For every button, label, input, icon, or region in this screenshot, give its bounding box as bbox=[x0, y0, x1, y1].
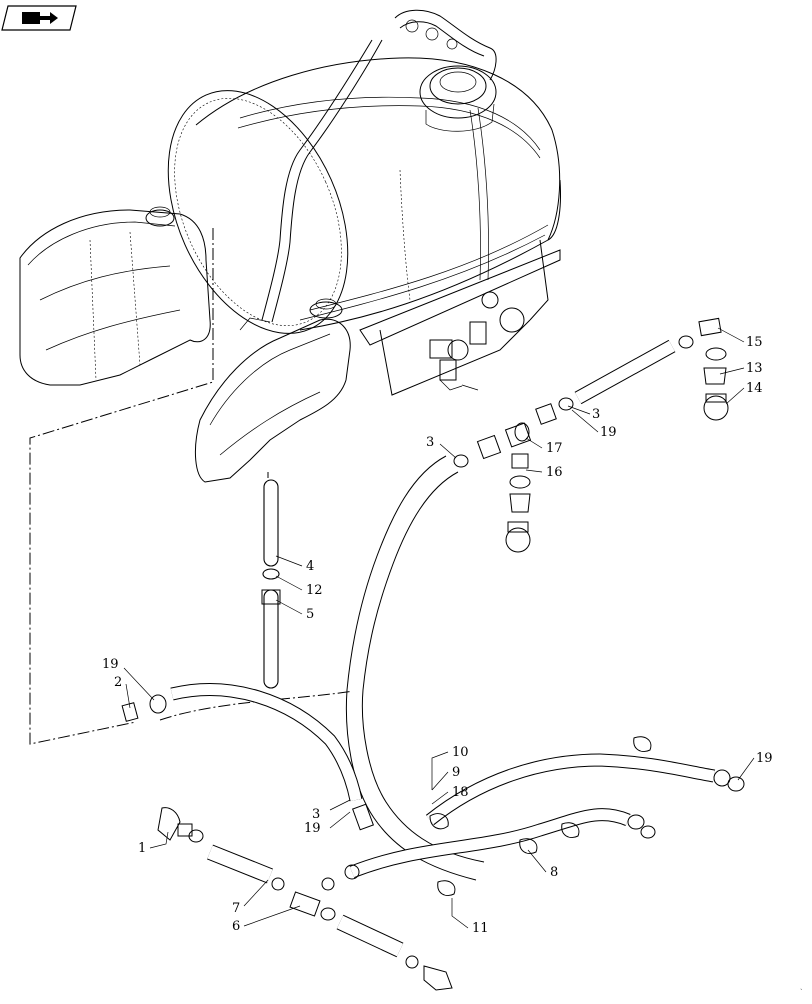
callout-18: 18 bbox=[452, 785, 469, 800]
nav-button[interactable] bbox=[1, 5, 77, 31]
book-return-icon bbox=[22, 12, 58, 24]
drain-tube bbox=[261, 479, 281, 689]
left-saddle-tank bbox=[19, 206, 211, 386]
tee-fitting bbox=[476, 403, 557, 553]
right-saddle-tank bbox=[195, 298, 351, 483]
callout-1: 1 bbox=[138, 841, 146, 856]
leader-lines bbox=[123, 327, 755, 929]
callout-3: 3 bbox=[312, 807, 320, 822]
callout-19: 19 bbox=[304, 821, 321, 836]
callout-17: 17 bbox=[546, 441, 563, 456]
callout-19: 19 bbox=[756, 751, 773, 766]
hose-clamps bbox=[429, 736, 652, 896]
return-hose bbox=[344, 753, 745, 880]
callout-5: 5 bbox=[306, 607, 314, 622]
callout-12: 12 bbox=[306, 583, 323, 598]
callout-19: 19 bbox=[102, 657, 119, 672]
callout-4: 4 bbox=[306, 559, 314, 574]
lower-fittings bbox=[157, 807, 453, 991]
callout-3: 3 bbox=[592, 407, 600, 422]
callout-6: 6 bbox=[232, 919, 240, 934]
callout-11: 11 bbox=[472, 921, 489, 936]
callout-10: 10 bbox=[452, 745, 469, 760]
callout-13: 13 bbox=[746, 361, 763, 376]
callout-15: 15 bbox=[746, 335, 763, 350]
callout-14: 14 bbox=[746, 381, 763, 396]
callout-2: 2 bbox=[114, 675, 122, 690]
callout-16: 16 bbox=[546, 465, 563, 480]
right-upper-hose bbox=[558, 317, 729, 421]
left-curved-hose bbox=[121, 683, 374, 831]
callout-labels: 1 2 3 3 3 4 5 6 7 8 9 10 11 12 13 14 15 … bbox=[102, 335, 773, 936]
callout-19: 19 bbox=[600, 425, 617, 440]
svg-text:`: ` bbox=[800, 989, 803, 996]
main-tank bbox=[167, 9, 561, 396]
callout-7: 7 bbox=[232, 901, 240, 916]
callout-8: 8 bbox=[550, 865, 558, 880]
callout-3: 3 bbox=[426, 435, 434, 450]
main-suction-hose bbox=[345, 454, 485, 881]
callout-9: 9 bbox=[452, 765, 460, 780]
